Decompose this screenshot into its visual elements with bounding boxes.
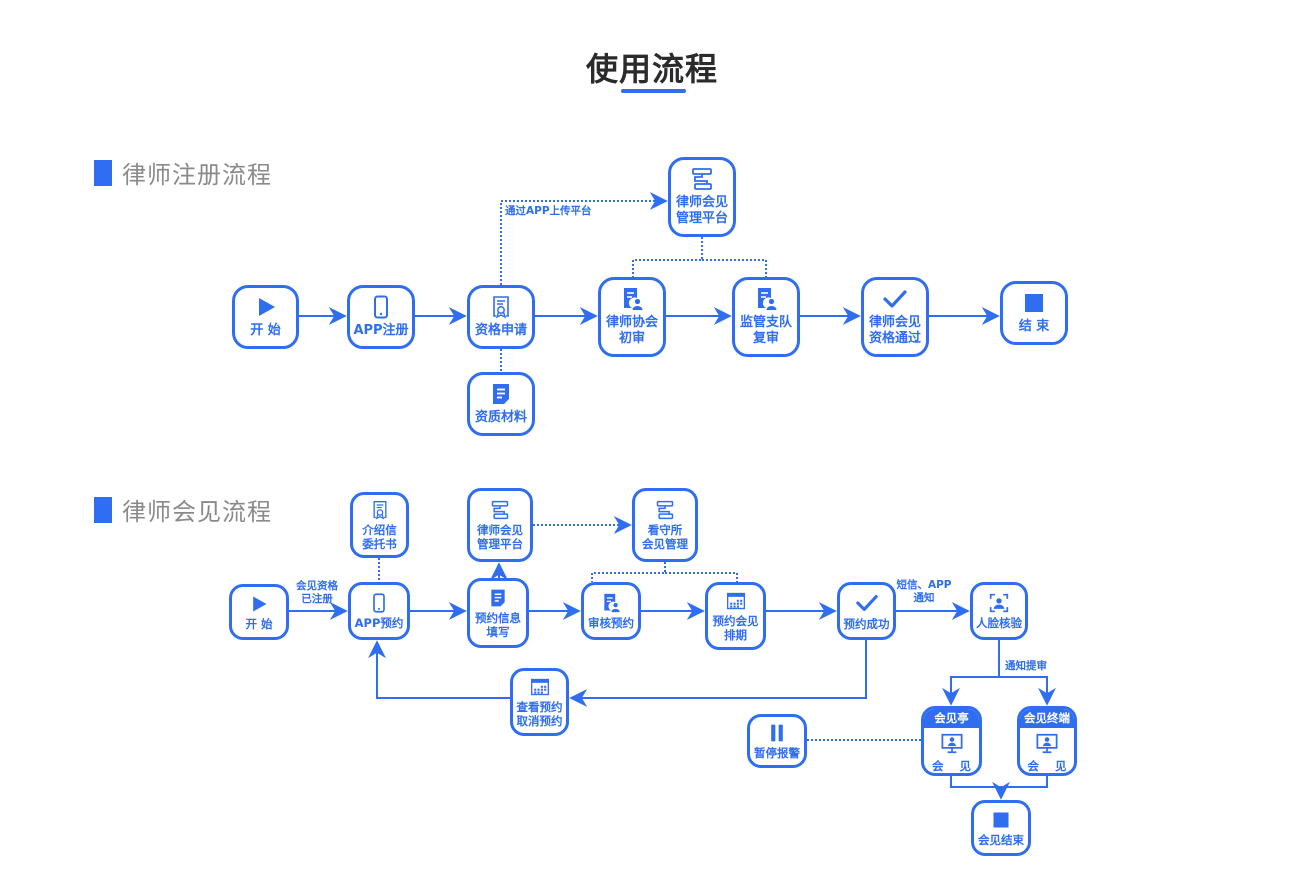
section-registration: 律师注册流程 [94,155,272,190]
node-reg-second-review[interactable]: 监管支队 复审 [732,277,800,357]
node-reg-start[interactable]: 开 始 [232,285,299,349]
section-title: 律师会见流程 [122,498,272,526]
node-meet-detention[interactable]: 看守所 会见管理 [632,488,698,562]
node-label: 律师协会 初审 [605,315,658,346]
node-meet-start[interactable]: 开 始 [229,584,289,640]
node-label: 预约成功 [843,616,890,631]
calendar-icon [530,678,549,695]
edge-detention-review [591,562,666,582]
node-label: 资格申请 [474,323,527,338]
reviewer-document-icon [604,593,620,612]
check-icon [855,594,878,611]
edge-apply-platform [500,192,668,285]
node-reg-materials[interactable]: 资质材料 [467,372,535,436]
document-icon [491,589,505,606]
edge-label-notify: 短信、APP 通知 [896,579,952,604]
node-label: APP预约 [354,615,404,630]
certificate-icon [373,500,386,519]
reviewer-document-icon [624,288,643,310]
edge-success-view [569,640,867,707]
node-label: 结 束 [1018,319,1050,334]
node-label: 资质材料 [474,410,527,425]
stop-icon [1025,294,1043,312]
page-title: 使用流程 [585,50,718,88]
node-reg-initial-review[interactable]: 律师协会 初审 [598,277,666,357]
node-label: 查看预约 取消预约 [516,699,563,728]
node-label: 会 见 [931,759,977,773]
edge-platform-reviews [632,237,703,277]
edge-label-summon: 通知提审 [1005,660,1047,672]
section-title: 律师注册流程 [122,161,272,189]
node-meet-terminal[interactable]: 会见终端 会 见 [1017,706,1077,776]
node-label: 开 始 [245,616,273,631]
node-reg-app-register[interactable]: APP注册 [347,285,415,349]
node-label: 律师会见 管理平台 [477,522,523,551]
node-reg-passed[interactable]: 律师会见 资格通过 [861,277,929,357]
title-underline [621,89,686,93]
node-header: 会见终端 [1020,709,1074,728]
face-scan-icon [989,593,1009,612]
node-meet-success[interactable]: 预约成功 [837,582,896,640]
node-label: 预约信息 填写 [475,610,521,639]
node-reg-end[interactable]: 结 束 [1000,281,1068,345]
node-meet-face-check[interactable]: 人脸核验 [970,582,1028,640]
monitor-person-icon [941,733,962,754]
node-meet-view-cancel[interactable]: 查看预约 取消预约 [510,668,569,736]
pause-icon [771,724,783,741]
node-label: 监管支队 复审 [739,315,792,346]
node-label: 看守所 会见管理 [642,522,688,551]
document-icon [493,384,509,404]
node-label: 预约会见 排期 [712,613,759,642]
node-label: 律师会见 资格通过 [868,315,921,346]
node-meet-kiosk[interactable]: 会见亭 会 见 [921,706,982,776]
edge-label-registered: 会见资格 已注册 [296,580,338,605]
node-meet-pause-alarm[interactable]: 暂停报警 [747,714,807,768]
monitor-person-icon [1036,733,1058,754]
node-meet-review[interactable]: 审核预约 [581,582,641,640]
edge-view-booking [368,640,510,699]
edge-platform-second [702,259,767,277]
calendar-icon [726,592,745,609]
check-icon [883,290,907,308]
node-meet-platform[interactable]: 律师会见 管理平台 [467,488,533,562]
node-reg-platform[interactable]: 律师会见 管理平台 [668,157,736,237]
phone-icon [373,592,385,613]
edge-face-kiosk [942,640,1000,706]
node-label: APP注册 [353,323,409,338]
play-icon [258,298,275,316]
node-label: 律师会见 管理平台 [675,195,728,226]
node-meet-fill-info[interactable]: 预约信息 填写 [467,578,529,648]
certificate-icon [493,296,509,319]
edge-kiosk-end [950,776,1048,788]
node-label: 会 见 [1027,759,1073,773]
flowchart-icon [692,168,712,190]
node-reg-qualification-apply[interactable]: 资格申请 [467,285,535,349]
edge-label-upload: 通过APP上传平台 [505,205,592,217]
node-label: 人脸核验 [976,615,1022,630]
node-header: 会见亭 [924,709,979,728]
reviewer-document-icon [758,288,777,310]
play-icon [253,596,267,611]
node-label: 介绍信 委托书 [362,522,397,551]
flowchart-icon [491,500,509,519]
section-marker [94,159,112,186]
node-meet-end[interactable]: 会见结束 [971,800,1031,856]
section-meeting: 律师会见流程 [94,492,272,527]
phone-icon [374,295,388,319]
section-marker [94,496,112,523]
node-label: 审核预约 [588,615,634,630]
node-label: 会见结束 [978,832,1024,847]
node-meet-schedule[interactable]: 预约会见 排期 [705,582,766,650]
node-meet-letter[interactable]: 介绍信 委托书 [350,492,409,558]
edge-face-terminal [999,676,1056,706]
flowchart-icon [656,500,674,519]
node-label: 暂停报警 [754,745,800,760]
edge-detention-schedule [665,572,738,582]
node-label: 开 始 [250,323,281,338]
node-meet-app-booking[interactable]: APP预约 [348,582,410,640]
stop-icon [993,812,1009,827]
